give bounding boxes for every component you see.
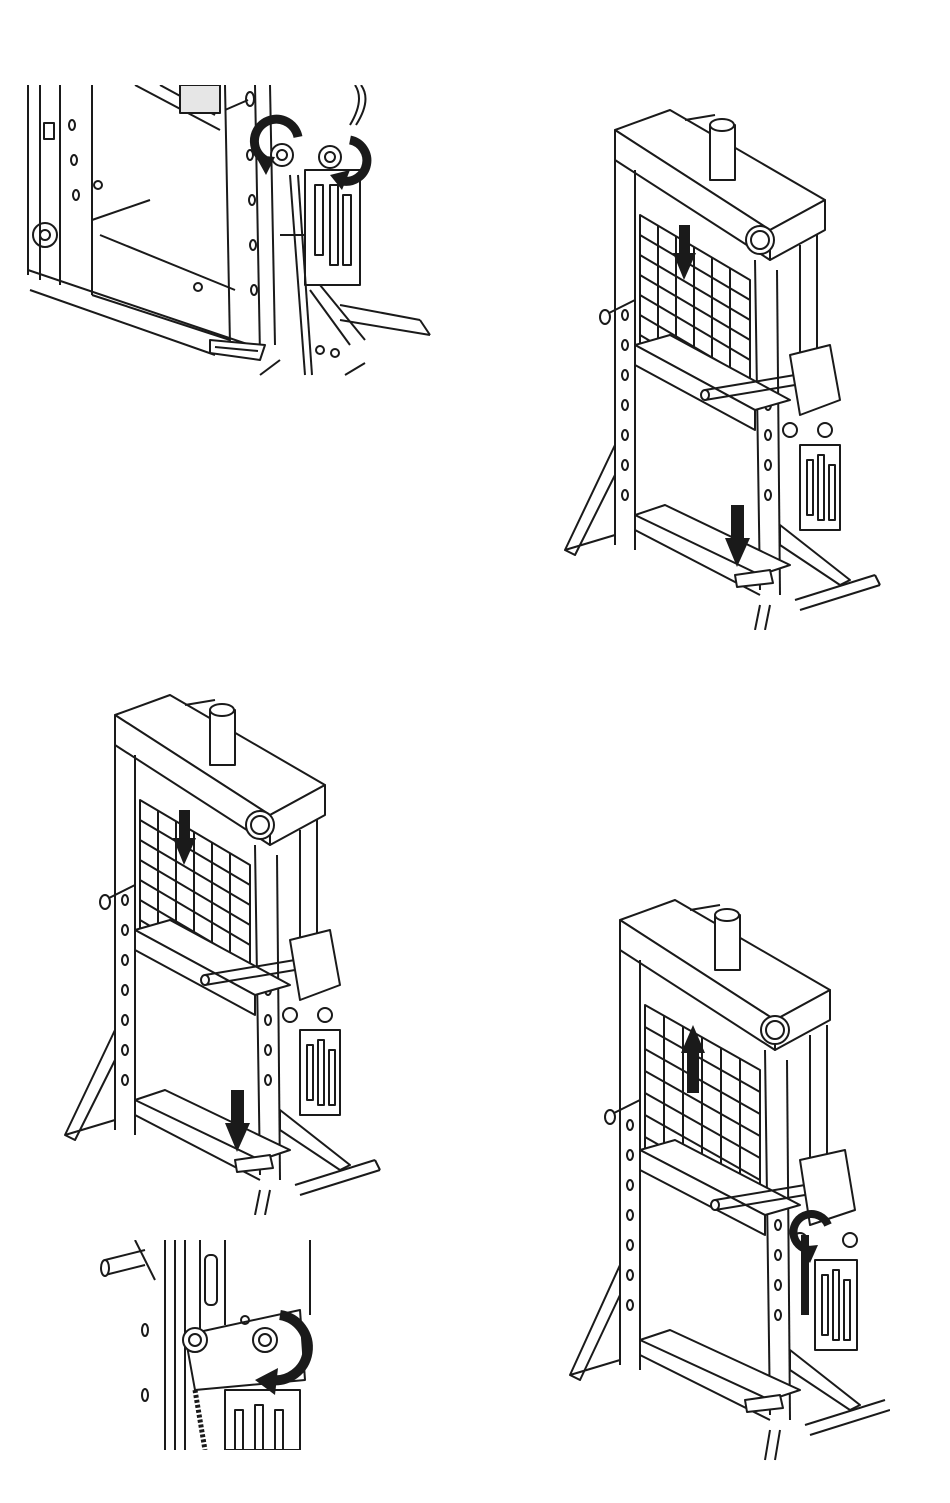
press-view-lower-ram [555,105,885,630]
valve-closeup-bottom [100,1240,325,1450]
valve-closeup-top [20,85,435,380]
press-view-raise-ram [560,895,890,1465]
press-view-lower-ram-2 [55,690,385,1215]
